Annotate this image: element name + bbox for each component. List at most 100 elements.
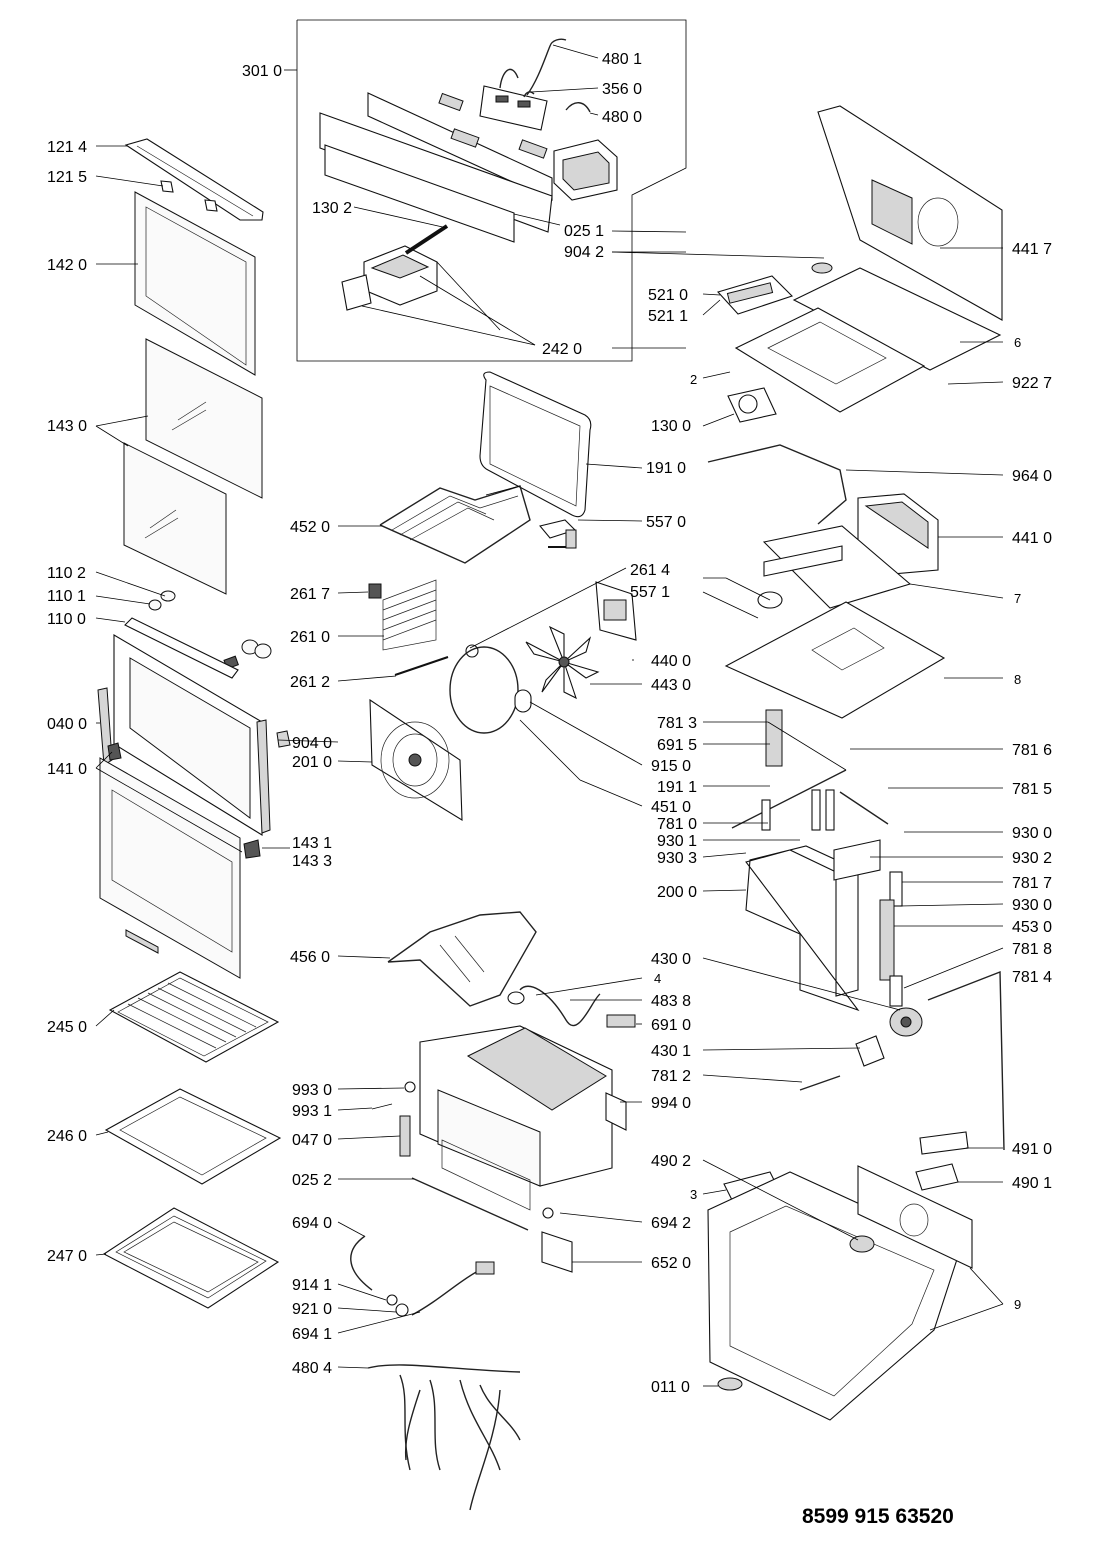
label-9300a: 930 0 [1012, 825, 1052, 842]
electronic-board [717, 275, 794, 315]
deep-tray [102, 1207, 280, 1309]
label-1100: 110 0 [47, 611, 86, 628]
label-4560: 456 0 [290, 949, 330, 966]
label-5571: 557 1 [630, 584, 670, 601]
label-4800: 480 0 [602, 109, 642, 126]
label-3010: 301 0 [242, 63, 282, 80]
part-labels: 301 0 480 1 356 0 480 0 121 4 121 5 130 … [47, 51, 1052, 1396]
label-1410: 141 0 [47, 761, 87, 778]
door-top-trim [124, 138, 264, 221]
label-9302: 930 2 [1012, 850, 1052, 867]
label-1300: 130 0 [651, 418, 691, 435]
label-1431: 143 1 [292, 835, 332, 852]
label-4430: 443 0 [651, 677, 691, 694]
bottom-heating-element [387, 911, 537, 1007]
label-1101: 110 1 [47, 588, 86, 605]
label-9210: 921 0 [292, 1301, 332, 1318]
label-2010: 201 0 [292, 754, 332, 771]
label-9150: 915 0 [651, 758, 691, 775]
label-7815: 781 5 [1012, 781, 1052, 798]
water-tank [745, 839, 903, 1012]
door-hinge-right [256, 719, 271, 834]
label-0470: 047 0 [292, 1132, 332, 1149]
tube-964 [707, 444, 847, 525]
label-6942: 694 2 [651, 1215, 691, 1232]
top-heating-element-gasket [479, 371, 592, 518]
label-1215: 121 5 [47, 169, 87, 186]
label-7812: 781 2 [651, 1068, 691, 1085]
shelf-supports [368, 579, 479, 676]
label-4417: 441 7 [1012, 241, 1052, 258]
door-frame [97, 617, 291, 859]
pump-430 [855, 1007, 923, 1067]
leader-lines [95, 69, 1004, 1387]
oven-cavity [371, 1025, 627, 1231]
label-2610: 261 0 [290, 629, 330, 646]
label-3560: 356 0 [602, 81, 642, 98]
label-5211: 521 1 [648, 308, 688, 325]
label-7814: 781 4 [1012, 969, 1052, 986]
label-1302: 130 2 [312, 200, 352, 217]
drain-tube [799, 970, 1005, 1151]
label-6941: 694 1 [292, 1326, 332, 1343]
label-9303: 930 3 [657, 850, 697, 867]
steam-tubes [731, 709, 889, 831]
label-9040: 904 0 [292, 735, 332, 752]
label-9: 9 [1014, 1297, 1021, 1312]
label-1420: 142 0 [47, 257, 87, 274]
label-2420: 242 0 [542, 341, 582, 358]
label-7817: 781 7 [1012, 875, 1052, 892]
label-2460: 246 0 [47, 1128, 87, 1145]
shallow-tray [104, 1088, 282, 1185]
label-2612: 261 2 [290, 674, 330, 691]
foot [717, 1377, 743, 1391]
door-switch-and-lamp [350, 1207, 573, 1317]
label-7810: 781 0 [657, 816, 697, 833]
label-4838: 483 8 [651, 993, 691, 1010]
thermostat-sensor [539, 519, 577, 549]
label-8: 8 [1014, 672, 1021, 687]
label-1911: 191 1 [657, 779, 697, 796]
label-2450: 245 0 [47, 1019, 87, 1036]
inner-door-glass [134, 191, 256, 376]
label-9300b: 930 0 [1012, 897, 1052, 914]
duct-7 [762, 525, 912, 609]
label-0252: 025 2 [292, 1172, 332, 1189]
label-7816: 781 6 [1012, 742, 1052, 759]
label-5210: 521 0 [648, 287, 688, 304]
label-9301: 930 1 [657, 833, 697, 850]
label-4530: 453 0 [1012, 919, 1052, 936]
label-6940: 694 0 [292, 1215, 332, 1232]
outer-door-glass [99, 757, 241, 979]
label-4520: 452 0 [290, 519, 330, 536]
control-panel-group [296, 19, 687, 362]
label-9141: 914 1 [292, 1277, 332, 1294]
label-2614: 261 4 [630, 562, 670, 579]
label-9931: 993 1 [292, 1103, 332, 1120]
label-4: 4 [654, 971, 661, 986]
label-6: 6 [1014, 335, 1021, 350]
label-2000: 200 0 [657, 884, 697, 901]
label-9930: 993 0 [292, 1082, 332, 1099]
cooling-fan [857, 493, 939, 575]
label-6520: 652 0 [651, 1255, 691, 1272]
label-7818: 781 8 [1012, 941, 1052, 958]
label-4400: 440 0 [651, 653, 691, 670]
label-4804: 480 4 [292, 1360, 332, 1377]
label-1910: 191 0 [646, 460, 686, 477]
label-9227: 922 7 [1012, 375, 1052, 392]
oven-rack [108, 971, 280, 1063]
label-2: 2 [690, 372, 697, 387]
programmer-module [479, 85, 548, 131]
cavity-top-plate [724, 601, 946, 719]
label-4410: 441 0 [1012, 530, 1052, 547]
door-glass-panes [123, 338, 263, 595]
terminal-block [723, 1131, 969, 1201]
label-4902: 490 2 [651, 1153, 691, 1170]
label-9640: 964 0 [1012, 468, 1052, 485]
control-panel-fascia [319, 112, 553, 233]
label-4901: 490 1 [1012, 1175, 1052, 1192]
label-1214: 121 4 [47, 139, 87, 156]
label-9940: 994 0 [651, 1095, 691, 1112]
